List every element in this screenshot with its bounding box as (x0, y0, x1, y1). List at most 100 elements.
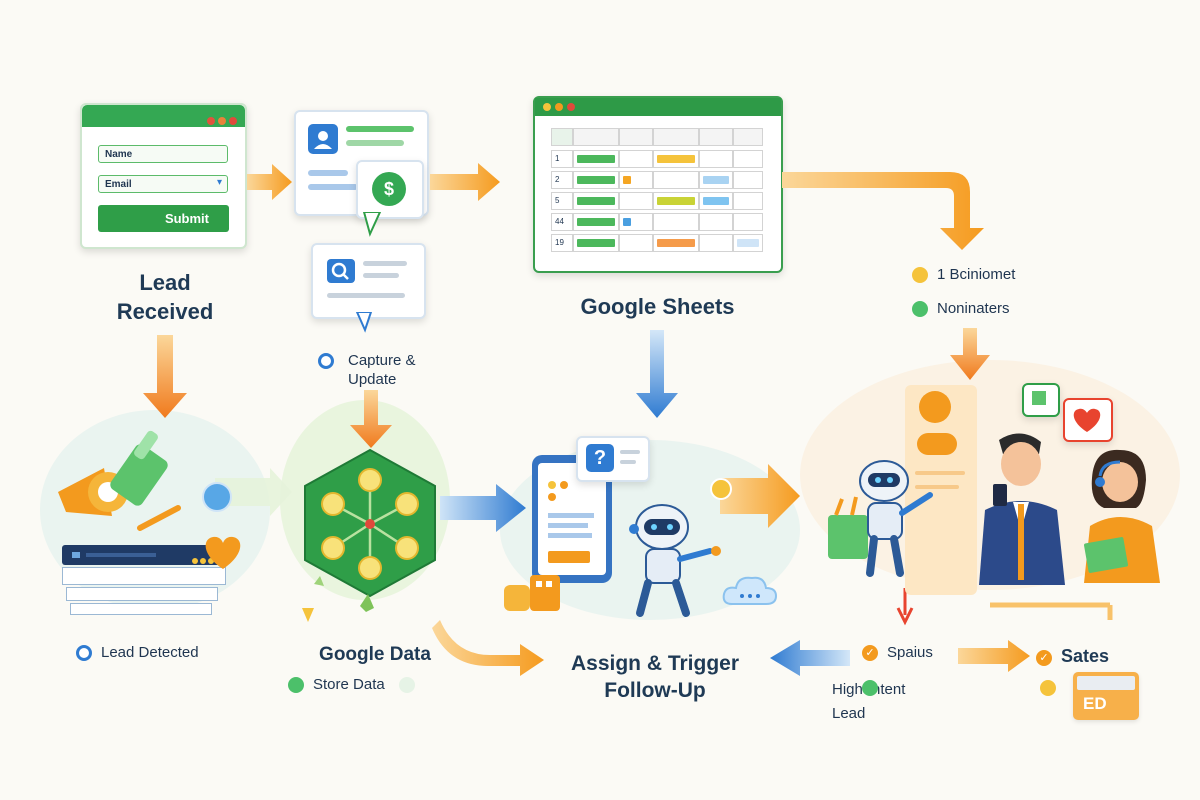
sheet-cell[interactable] (733, 150, 763, 168)
cloud-icon (722, 576, 778, 605)
sticker-text: ED (1083, 694, 1107, 713)
arrow-sheets-down (636, 330, 678, 418)
megaphone-icon (58, 430, 181, 531)
stage-title-assign-trigger: Assign & Trigger Follow-Up (570, 652, 740, 702)
sprout-decor (302, 576, 374, 622)
sheet-cell[interactable] (573, 213, 619, 231)
arrow-lead-down (143, 335, 187, 418)
sheet-cell[interactable] (619, 234, 653, 252)
sheet-header-cell (733, 128, 763, 146)
question-bubble: ? (576, 436, 650, 482)
arrow-data-to-followup (432, 620, 544, 676)
arrow-right-to-assign (770, 640, 850, 676)
high-intent-label: High-Intent Lead (832, 678, 992, 726)
google-sheet-window: 1 2 5 44 19 (533, 96, 783, 273)
arrow-sheet-to-right (782, 172, 984, 250)
sheet-cell[interactable] (653, 234, 699, 252)
sheet-cell[interactable] (699, 171, 733, 189)
businessman-icon (979, 433, 1065, 585)
sheet-cell[interactable] (573, 192, 619, 210)
robot-icon (629, 504, 721, 617)
legend-noninaters: Noninaters (912, 300, 1010, 318)
sheet-cell[interactable] (699, 150, 733, 168)
lead-detected-label: Lead Detected (76, 644, 199, 662)
question-icon: ? (586, 444, 614, 472)
capture-update-label: Capture & Update (318, 351, 438, 389)
blue-orb (202, 482, 232, 512)
network-icon (304, 448, 436, 598)
phone-device (532, 455, 612, 583)
sheet-grid: 1 2 5 44 19 (551, 128, 763, 256)
sheet-titlebar (535, 98, 781, 116)
arrow-right-down (950, 328, 990, 380)
arrow-capture-to-sheet (430, 163, 500, 201)
bubble-tail (362, 212, 382, 237)
sheet-cell[interactable] (733, 213, 763, 231)
sheet-header-cell (699, 128, 733, 146)
sheet-row-number[interactable]: 19 (551, 234, 573, 252)
sheet-cell[interactable] (653, 213, 699, 231)
sheet-cell[interactable] (733, 171, 763, 189)
sates-stage: ✓Sates (1036, 642, 1109, 671)
sheet-cell[interactable] (653, 150, 699, 168)
arrow-spaius-to-sates (958, 640, 1030, 672)
browser-bar (62, 545, 224, 565)
arrow-red-down (896, 588, 914, 626)
arrow-form-to-capture (247, 164, 292, 200)
sheet-cell[interactable] (619, 192, 653, 210)
dollar-icon: $ (372, 172, 406, 206)
name-field[interactable]: Name (98, 145, 228, 163)
sheet-cell[interactable] (573, 171, 619, 189)
sheet-cell[interactable] (619, 150, 653, 168)
stage-title-google-sheets: Google Sheets (580, 294, 735, 319)
sheet-cell[interactable] (653, 192, 699, 210)
sheet-cell[interactable] (573, 150, 619, 168)
search-icon (327, 259, 355, 283)
spaius-label: ✓Spaius (862, 644, 933, 662)
sheet-header-cell (653, 128, 699, 146)
sheet-row-number[interactable]: 1 (551, 150, 573, 168)
sheet-row-number[interactable]: 5 (551, 192, 573, 210)
sheet-cell[interactable] (653, 171, 699, 189)
sheet-cell[interactable] (733, 234, 763, 252)
woman-agent-icon (1084, 449, 1160, 583)
gold-orb (710, 478, 732, 500)
search-card (311, 243, 426, 319)
sheet-cell[interactable] (699, 192, 733, 210)
heart-icon (1073, 408, 1101, 432)
sheet-cell[interactable] (619, 171, 653, 189)
sheet-header-cell (573, 128, 619, 146)
arrow-data-to-assign (440, 484, 526, 532)
dollar-bubble: $ (356, 160, 424, 219)
robot-icon-right (828, 460, 933, 577)
sheet-cell[interactable] (573, 234, 619, 252)
user-icon (308, 124, 338, 154)
sheet-cell[interactable] (699, 213, 733, 231)
sheet-cell[interactable] (733, 192, 763, 210)
sheet-cell[interactable] (619, 213, 653, 231)
sticker-badge: ED (1073, 672, 1139, 720)
sates-dot (1040, 680, 1056, 696)
sheet-cell[interactable] (699, 234, 733, 252)
stage-title-lead-received: Lead Received (116, 270, 214, 324)
store-data-label: Store Data (288, 676, 424, 694)
arrow-left-to-data (215, 468, 292, 516)
arrow-assign-to-right (720, 464, 800, 528)
stage-title-google-data: Google Data (319, 644, 431, 665)
sheet-row-number[interactable]: 2 (551, 171, 573, 189)
search-bubble-tail (355, 312, 373, 333)
lead-form-card: Name Email ▾ Submit (80, 103, 247, 249)
buildings-decor (504, 575, 560, 611)
submit-button[interactable]: Submit (98, 205, 229, 232)
sheet-header-cell (551, 128, 573, 146)
task-column (905, 385, 977, 595)
legend-bciniomet: 1 Bciniomet (912, 266, 1015, 284)
arrow-capture-down (350, 390, 392, 448)
sheet-header-cell (619, 128, 653, 146)
email-field[interactable]: Email (98, 175, 228, 193)
sheet-row-number[interactable]: 44 (551, 213, 573, 231)
green-note (1022, 383, 1060, 417)
form-titlebar (82, 105, 245, 127)
heart-bubble (1063, 398, 1113, 442)
